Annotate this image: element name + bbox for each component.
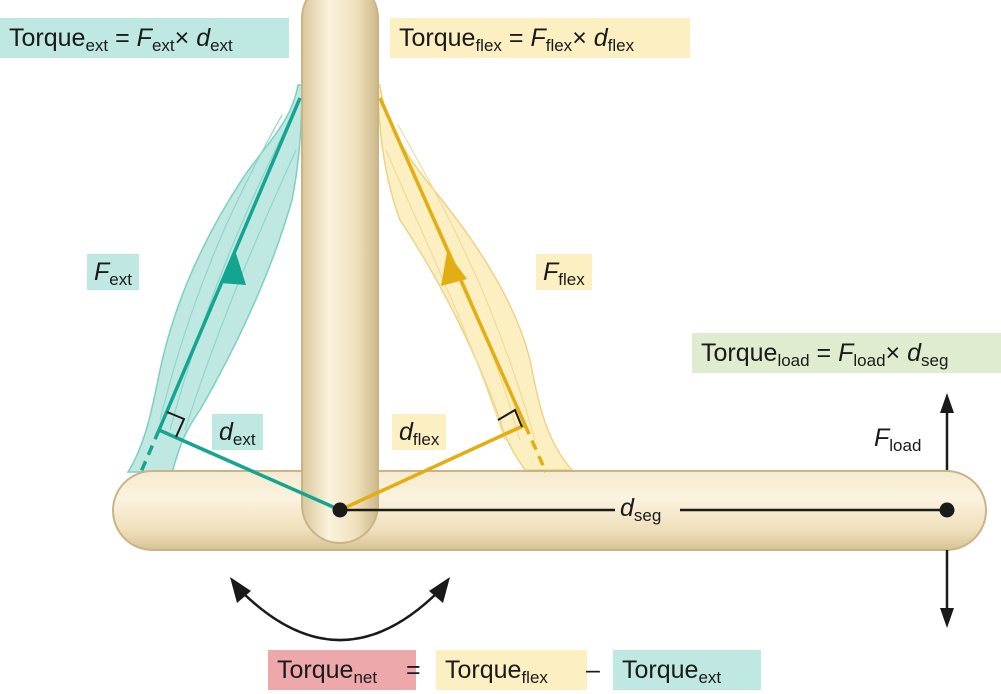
label-d-ext-main: d <box>219 418 233 446</box>
flexor-right-angle <box>497 408 523 428</box>
rotation-arrowhead-right <box>429 577 450 603</box>
label-d-ext: dext <box>212 414 263 450</box>
upper-bone <box>301 0 379 546</box>
flexor-moment-arm <box>339 423 526 512</box>
net-ext-term: Torqueext <box>613 650 761 690</box>
eq-load-distance: d <box>907 339 921 367</box>
eq-flex-equals: = <box>508 24 524 52</box>
eq-load-lhs-sub: load <box>777 351 810 370</box>
flexor-force-arrowhead <box>441 252 467 286</box>
eq-ext-force-sub: ext <box>151 36 175 55</box>
extensor-force-arrowhead <box>220 250 246 285</box>
eq-flex-force-sub: flex <box>545 36 573 55</box>
label-f-flex-main: F <box>543 258 559 286</box>
eq-ext-lhs: Torque <box>9 24 86 52</box>
extensor-line-dashed <box>139 429 161 473</box>
eq-net-lhs-sub: net <box>353 668 378 687</box>
flexor-torque-equation: Torqueflex = Fflex× dflex <box>390 18 690 58</box>
eq-ext-lhs-sub: ext <box>85 36 109 55</box>
label-d-seg: dseg <box>616 490 665 526</box>
eq-load-equals: = <box>816 339 832 367</box>
eq-flex-distance: d <box>593 24 608 52</box>
label-d-seg-sub: seg <box>633 506 662 525</box>
load-torque-equation: Torqueload = Fload× dseg <box>692 333 1001 373</box>
label-d-seg-main: d <box>620 494 634 522</box>
flexor-line-dashed <box>523 424 548 473</box>
load-arrowhead-up <box>940 393 954 413</box>
label-d-ext-sub: ext <box>232 430 256 449</box>
extensor-moment-arm <box>158 428 341 512</box>
net-equals-sign: = <box>402 650 425 690</box>
eq-net-ext: Torque <box>622 656 699 684</box>
eq-flex-lhs: Torque <box>399 24 476 52</box>
net-minus-sign: – <box>582 650 604 690</box>
eq-load-distance-sub: seg <box>921 351 949 370</box>
rotation-arrowhead-left <box>230 577 251 603</box>
eq-load-force-sub: load <box>853 351 886 370</box>
label-f-load-main: F <box>874 424 890 452</box>
eq-flex-distance-sub: flex <box>607 36 635 55</box>
net-torque-term: Torquenet <box>268 650 416 690</box>
label-f-ext: Fext <box>87 254 139 290</box>
eq-net-equals: = <box>406 656 421 684</box>
extensor-torque-equation: Torqueext = Fext× dext <box>0 18 289 58</box>
eq-net-minus: – <box>586 656 600 684</box>
label-f-flex-sub: flex <box>558 270 585 289</box>
eq-ext-distance-sub: ext <box>210 36 233 55</box>
label-d-flex-sub: flex <box>412 430 440 449</box>
eq-load-times: × <box>885 339 901 367</box>
label-f-ext-main: F <box>94 258 110 286</box>
eq-load-force: F <box>838 339 854 367</box>
label-f-load: Fload <box>870 420 925 456</box>
extensor-right-angle <box>166 411 186 438</box>
label-f-ext-sub: ext <box>109 270 132 289</box>
eq-ext-equals: = <box>115 24 130 52</box>
load-arrowhead-down <box>940 608 954 628</box>
joint-center-dot <box>332 502 348 518</box>
eq-net-flex: Torque <box>445 656 522 684</box>
eq-net-lhs: Torque <box>277 656 354 684</box>
load-point-dot <box>939 502 955 518</box>
net-flex-term: Torqueflex <box>436 650 587 690</box>
eq-ext-force: F <box>136 24 152 52</box>
eq-flex-times: × <box>572 24 587 52</box>
label-f-flex: Fflex <box>536 254 592 290</box>
eq-ext-times: × <box>174 24 190 52</box>
eq-net-flex-sub: flex <box>521 668 548 687</box>
rotation-arc <box>239 589 441 642</box>
label-f-load-sub: load <box>889 436 922 455</box>
label-d-flex: dflex <box>392 414 447 450</box>
label-d-flex-main: d <box>399 418 413 446</box>
eq-flex-lhs-sub: flex <box>475 36 502 55</box>
eq-flex-force: F <box>530 24 546 52</box>
eq-ext-distance: d <box>196 24 211 52</box>
eq-load-lhs: Torque <box>701 339 778 367</box>
eq-net-ext-sub: ext <box>698 668 722 687</box>
